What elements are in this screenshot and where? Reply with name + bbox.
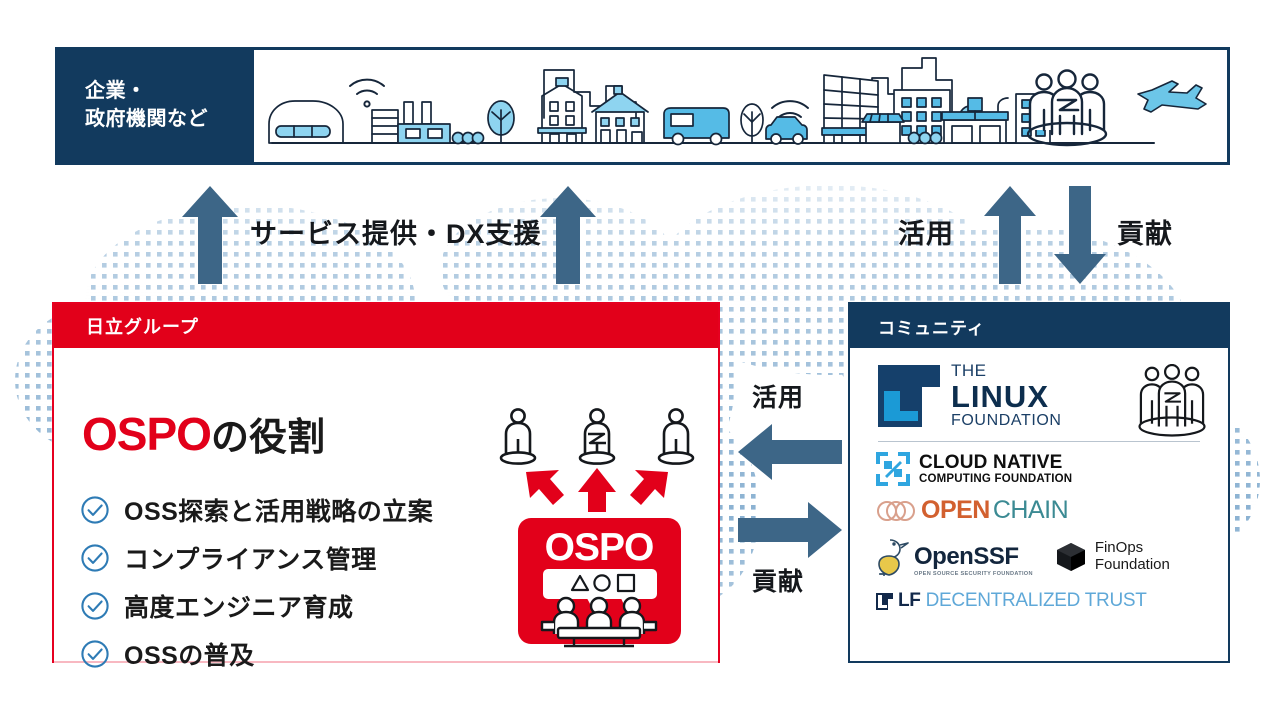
- hitachi-panel-header: 日立グループ: [54, 304, 718, 348]
- enterprise-label: 企業・ 政府機関など: [58, 50, 254, 162]
- openchain-chain: CHAIN: [992, 496, 1069, 524]
- ospo-title-black: の役割: [210, 417, 325, 459]
- mid-utilize-arrow-left: [738, 424, 842, 480]
- lfdt-lf: LF: [898, 590, 921, 611]
- bush-icon: [907, 131, 943, 145]
- openssf-subtitle: OPEN SOURCE SECURITY FOUNDATION: [914, 571, 1033, 578]
- openchain-mark-icon: [877, 500, 915, 521]
- openssf-logo: OpenSSF OPEN SOURCE SECURITY FOUNDATION: [876, 536, 1033, 578]
- finops-text: FinOps Foundation: [1094, 539, 1170, 574]
- lfdt-mark-icon: [876, 592, 893, 610]
- finops-line1: FinOps: [1094, 539, 1144, 557]
- person-icon: [657, 408, 695, 465]
- store-icon: [941, 97, 1009, 144]
- openssf-text: OpenSSF OPEN SOURCE SECURITY FOUNDATION: [914, 545, 1033, 578]
- wifi-icon: [349, 78, 385, 108]
- tree-icon: [487, 100, 515, 144]
- top-utilize-label: 活用: [898, 219, 954, 249]
- person-icon: [499, 408, 537, 465]
- service-arrow-right: [540, 186, 596, 284]
- logo-divider: [878, 441, 1200, 442]
- hitachi-panel-header-text: 日立グループ: [86, 317, 199, 337]
- cncf-mark-icon: [876, 452, 910, 486]
- enterprise-label-line2: 政府機関など: [85, 108, 208, 130]
- top-utilize-arrow-up: [984, 186, 1036, 284]
- enterprise-label-line1: 企業・: [85, 80, 147, 103]
- list-item-label: OSSの普及: [124, 642, 255, 670]
- list-item: コンプライアンス管理: [80, 534, 433, 582]
- lf-line-the: THE: [951, 361, 987, 380]
- finops-cube-icon: [1056, 543, 1085, 571]
- cityscape-illustration: [254, 50, 1227, 162]
- openssf-name: OpenSSF: [914, 543, 1019, 571]
- check-circle-icon: [81, 640, 109, 668]
- community-panel-header-text: コミュニティ: [878, 318, 985, 338]
- linux-foundation-text: THE LINUX FOUNDATION: [951, 362, 1062, 429]
- train-icon: [268, 100, 344, 144]
- bus-icon: [663, 107, 730, 146]
- service-flow-label: サービス提供・DX支援: [250, 219, 542, 249]
- ossf-finops-row: OpenSSF OPEN SOURCE SECURITY FOUNDATION …: [876, 536, 1208, 578]
- list-item: 高度エンジニア育成: [80, 582, 433, 630]
- ospo-role-checklist: OSS探索と活用戦略の立案 コンプライアンス管理 高度エンジニア育成: [80, 486, 433, 678]
- check-circle-icon: [81, 496, 109, 524]
- service-arrow-left: [182, 186, 238, 284]
- meeting-table-icon: [540, 596, 658, 648]
- airplane-icon: [1137, 80, 1207, 113]
- car-icon: [765, 116, 808, 145]
- community-panel-header: コミュニティ: [850, 304, 1228, 348]
- mid-contribute-arrow-right: [738, 502, 842, 558]
- list-item: OSS探索と活用戦略の立案: [80, 486, 433, 534]
- top-contribute-arrow-down: [1054, 186, 1106, 284]
- lf-line-linux: LINUX: [951, 379, 1049, 414]
- linux-foundation-logo: THE LINUX FOUNDATION: [878, 362, 1062, 429]
- bush-icon: [451, 131, 485, 145]
- list-item: OSSの普及: [80, 630, 433, 678]
- lf-line-foundation: FOUNDATION: [951, 412, 1062, 429]
- check-circle-icon: [81, 544, 109, 572]
- openchain-open: OPEN: [921, 496, 990, 524]
- check-circle-icon: [81, 592, 109, 620]
- cncf-line2: COMPUTING FOUNDATION: [919, 472, 1073, 485]
- list-item-label: OSS探索と活用戦略の立案: [124, 498, 434, 526]
- red-arrow-icon: [526, 468, 668, 512]
- ospo-graphic: OSPO: [499, 408, 695, 648]
- shop-icon: [861, 113, 905, 144]
- people-group-icon: [1138, 364, 1206, 437]
- people-group-icon: [1026, 69, 1108, 147]
- cncf-logo: CLOUD NATIVE COMPUTING FOUNDATION: [876, 452, 1208, 486]
- openssf-bird-icon: [878, 539, 909, 576]
- office-tower-icon: [821, 74, 881, 144]
- community-panel: コミュニティ THE LINUX FOUNDATION: [848, 302, 1230, 663]
- linux-foundation-mark-icon: [878, 364, 940, 427]
- list-item-label: コンプライアンス管理: [124, 546, 377, 574]
- enterprise-banner: 企業・ 政府機関など: [55, 47, 1230, 165]
- ospo-title-red: OSPO: [82, 408, 212, 460]
- mid-contribute-label: 貢献: [752, 568, 805, 596]
- list-item-label: 高度エンジニア育成: [124, 594, 354, 622]
- person-icon: [578, 408, 616, 465]
- ospo-role-title: OSPOの役割: [82, 406, 325, 461]
- top-contribute-label: 貢献: [1117, 219, 1173, 249]
- cncf-line1: CLOUD NATIVE: [919, 452, 1063, 473]
- community-panel-body: THE LINUX FOUNDATION: [850, 348, 1228, 661]
- finops-line2: Foundation: [1094, 556, 1170, 573]
- hitachi-group-panel: 日立グループ OSPOの役割 OSS探索と活用戦略の立案: [52, 302, 720, 670]
- building-icon: [537, 77, 587, 144]
- cncf-text: CLOUD NATIVE COMPUTING FOUNDATION: [919, 453, 1072, 485]
- tree-icon: [740, 103, 764, 144]
- finops-logo: FinOps Foundation: [1055, 539, 1170, 574]
- lfdt-rest: DECENTRALIZED TRUST: [925, 590, 1147, 611]
- mid-utilize-label: 活用: [752, 384, 805, 412]
- factory-icon: [371, 101, 451, 144]
- linux-foundation-logo-row: THE LINUX FOUNDATION: [850, 348, 1228, 437]
- house-icon: [591, 85, 649, 144]
- ospo-badge-text: OSPO: [545, 526, 654, 569]
- hitachi-panel-body: OSPOの役割 OSS探索と活用戦略の立案 コンプライアンス管理: [54, 348, 718, 670]
- lamppost-icon: [997, 97, 1009, 144]
